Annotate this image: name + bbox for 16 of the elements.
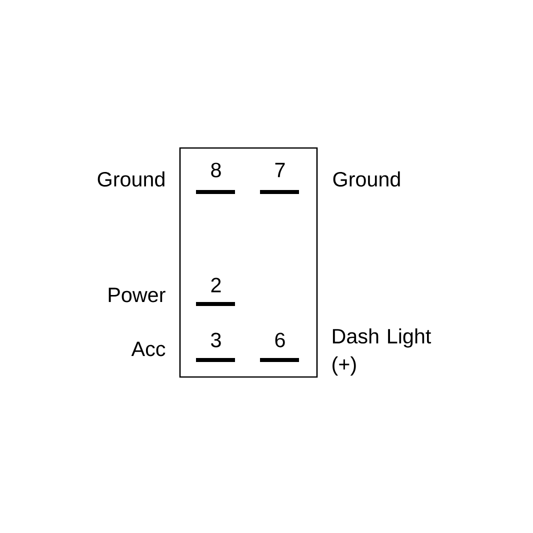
pin-label: Ground	[333, 171, 400, 187]
switch-body	[179, 147, 318, 378]
pin-label: Acc	[131, 342, 166, 356]
terminal: 6	[260, 332, 299, 362]
node-label: 8	[211, 162, 221, 178]
pin-label: Dash Light (+)	[332, 328, 432, 376]
pin-label: Power	[108, 288, 166, 302]
terminal: 3	[196, 332, 235, 362]
node-label: 7	[275, 162, 285, 178]
pin-label: Ground	[98, 171, 164, 187]
terminal: 2	[196, 278, 235, 306]
node-label: 3	[211, 332, 221, 348]
node-label: 6	[275, 332, 285, 348]
node-label: 2	[211, 278, 221, 292]
terminal: 7	[260, 162, 299, 194]
terminal: 8	[196, 162, 235, 194]
